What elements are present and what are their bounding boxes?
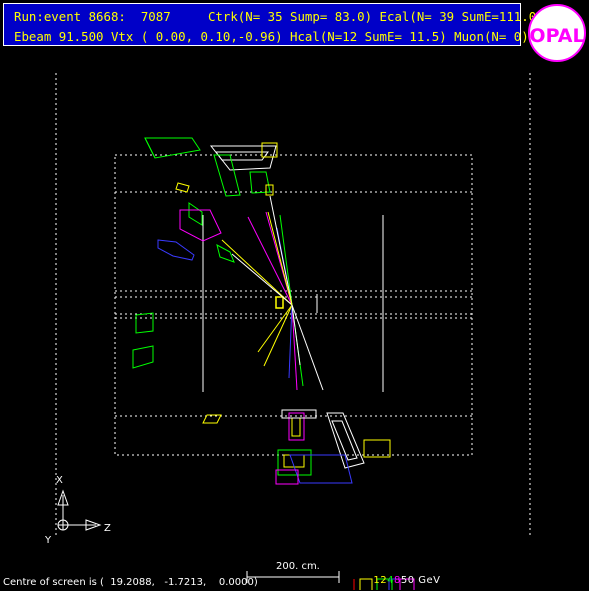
hcal-cluster — [209, 145, 277, 171]
energy-tick — [359, 578, 373, 590]
track — [247, 216, 293, 306]
vertex-marker — [275, 296, 284, 309]
scale-bar-label: 200. cm. — [276, 561, 320, 572]
ecal-cluster — [261, 142, 278, 158]
energy-tick — [376, 578, 393, 590]
track — [279, 214, 293, 306]
ecal-cluster — [265, 184, 274, 196]
energy-legend-ticks — [353, 578, 415, 590]
centre-of-screen-readout: Centre of screen is ( 19.2088, -1.7213, … — [3, 577, 258, 588]
track — [291, 304, 301, 366]
hcal-cluster — [289, 454, 353, 484]
hcal-cluster — [157, 239, 195, 261]
ecal-cluster — [249, 171, 271, 194]
track — [291, 304, 298, 391]
axis-z-arrow — [85, 519, 102, 531]
ecal-edge — [144, 137, 156, 159]
event-info-banner: Run:event 8668: 7087 Ctrk(N= 35 Sump= 83… — [3, 3, 544, 46]
track — [267, 211, 293, 306]
axis-x-arrow — [57, 489, 69, 506]
opal-logo-text: OPAL — [529, 25, 584, 47]
track — [221, 239, 293, 306]
track — [291, 304, 324, 391]
tracks — [221, 195, 324, 391]
ecal-cluster — [213, 154, 241, 197]
ecal-cluster — [291, 417, 301, 437]
axis-y-label: Y — [44, 535, 52, 546]
track — [231, 253, 293, 306]
hcal-cluster — [326, 412, 365, 469]
ecal-cluster — [175, 182, 190, 193]
ecal-cluster — [132, 345, 154, 369]
ecal-cluster — [363, 439, 391, 458]
ecal-cluster — [188, 202, 203, 226]
event-info-line-1: Run:event 8668: 7087 Ctrk(N= 35 Sump= 83… — [14, 9, 544, 24]
ecal-cluster — [179, 209, 222, 242]
ecal-cluster — [288, 412, 305, 441]
track — [288, 304, 293, 379]
jet-chamber-lines — [202, 215, 384, 392]
event-info-line-2: Ebeam 91.500 Vtx ( 0.00, 0.10,-0.96) Hca… — [14, 29, 529, 44]
calorimeter-clusters — [132, 137, 391, 485]
energy-tick — [399, 578, 415, 590]
axis-x-label: X — [56, 475, 63, 486]
ecal-cluster — [202, 414, 222, 424]
hcal-cluster — [281, 409, 317, 419]
energy-value-4: 4 — [387, 575, 394, 586]
energy-value-1: 1 — [373, 575, 381, 586]
ecal-cluster — [275, 469, 299, 485]
energy-value-50: 50 GeV — [400, 575, 441, 586]
energy-value-8: 8 — [393, 575, 401, 586]
energy-legend: 124850 GeV — [366, 564, 441, 586]
axis-z-label: Z — [104, 523, 111, 534]
ecal-cluster — [135, 312, 154, 334]
scale-bar — [246, 571, 340, 583]
opal-logo-disc — [528, 4, 586, 62]
ecal-cluster — [216, 244, 235, 263]
energy-value-2: 2 — [380, 575, 388, 586]
track — [263, 304, 293, 367]
opal-logo: OPAL — [528, 4, 586, 62]
track — [257, 304, 293, 353]
hcal-cluster — [215, 151, 269, 161]
ecal-cluster — [277, 449, 312, 476]
axis-gizmo — [57, 489, 102, 531]
track — [269, 195, 293, 306]
hcal-cluster — [331, 420, 358, 461]
